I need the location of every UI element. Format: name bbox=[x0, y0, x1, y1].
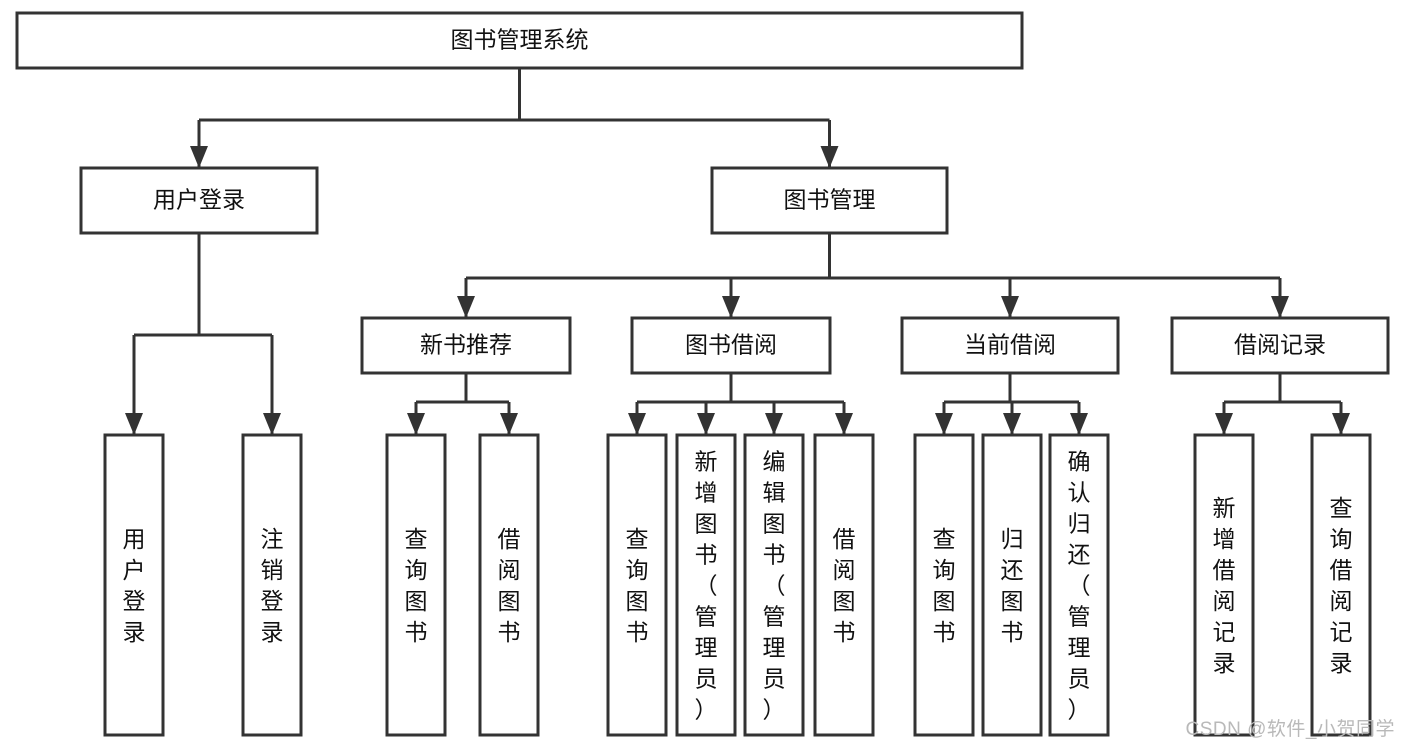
node-label: 图书借阅 bbox=[685, 332, 777, 358]
node-label: 用户登录 bbox=[123, 526, 146, 645]
edge-arrow-icon bbox=[500, 413, 518, 435]
node-leaf-query-book-current[interactable]: 查询图书 bbox=[913, 433, 975, 737]
node-label: 用户登录 bbox=[153, 187, 245, 213]
node-label: 借阅图书 bbox=[833, 526, 856, 645]
node-box[interactable] bbox=[1048, 433, 1110, 737]
edge-arrow-icon bbox=[765, 413, 783, 435]
edge-arrow-icon bbox=[125, 413, 143, 435]
node-user-login[interactable]: 用户登录 bbox=[79, 166, 319, 235]
edge-arrow-icon bbox=[1271, 296, 1289, 318]
node-leaf-return-book[interactable]: 归还图书 bbox=[981, 433, 1043, 737]
edge-arrow-icon bbox=[1070, 413, 1088, 435]
node-leaf-add-borrow-record[interactable]: 新增借阅记录 bbox=[1193, 433, 1255, 737]
connector-layer bbox=[125, 68, 1350, 435]
node-book-manage[interactable]: 图书管理 bbox=[710, 166, 949, 235]
node-borrow-record[interactable]: 借阅记录 bbox=[1170, 316, 1390, 375]
node-box[interactable] bbox=[1193, 433, 1255, 737]
node-leaf-add-book-admin[interactable]: 新增图书（管理员） bbox=[675, 433, 737, 737]
edge-arrow-icon bbox=[1003, 413, 1021, 435]
node-label: 查询图书 bbox=[626, 526, 649, 645]
csdn-watermark: CSDN @软件_小贺同学 bbox=[1185, 719, 1395, 740]
node-current-borrow[interactable]: 当前借阅 bbox=[900, 316, 1120, 375]
node-box[interactable] bbox=[813, 433, 875, 737]
node-box[interactable] bbox=[360, 316, 572, 375]
node-label: 图书管理系统 bbox=[451, 27, 589, 53]
node-leaf-query-borrow-record[interactable]: 查询借阅记录 bbox=[1310, 433, 1372, 737]
edge-arrow-icon bbox=[722, 296, 740, 318]
node-box[interactable] bbox=[675, 433, 737, 737]
node-label: 查询图书 bbox=[405, 526, 428, 645]
node-label: 当前借阅 bbox=[964, 332, 1056, 358]
node-label: 图书管理 bbox=[784, 187, 876, 213]
node-label: 新增借阅记录 bbox=[1213, 495, 1236, 676]
edge-arrow-icon bbox=[628, 413, 646, 435]
node-box[interactable] bbox=[478, 433, 540, 737]
edge-arrow-icon bbox=[263, 413, 281, 435]
node-label: 注销登录 bbox=[261, 526, 284, 645]
node-label: 新书推荐 bbox=[420, 332, 512, 358]
node-leaf-logout[interactable]: 注销登录 bbox=[241, 433, 303, 737]
edge-arrow-icon bbox=[697, 413, 715, 435]
node-leaf-borrow-book-borrow[interactable]: 借阅图书 bbox=[813, 433, 875, 737]
node-label: 查询图书 bbox=[933, 526, 956, 645]
node-box[interactable] bbox=[606, 433, 668, 737]
node-leaf-borrow-book-recommend[interactable]: 借阅图书 bbox=[478, 433, 540, 737]
node-box[interactable] bbox=[743, 433, 805, 737]
node-new-book-recommend[interactable]: 新书推荐 bbox=[360, 316, 572, 375]
node-root[interactable]: 图书管理系统 bbox=[15, 11, 1024, 70]
node-leaf-query-book-recommend[interactable]: 查询图书 bbox=[385, 433, 447, 737]
edge-arrow-icon bbox=[820, 146, 839, 168]
node-book-borrow[interactable]: 图书借阅 bbox=[630, 316, 832, 375]
node-box[interactable] bbox=[900, 316, 1120, 375]
node-box[interactable] bbox=[913, 433, 975, 737]
edge-arrow-icon bbox=[1332, 413, 1350, 435]
node-label: 借阅图书 bbox=[498, 526, 521, 645]
edge-arrow-icon bbox=[1001, 296, 1019, 318]
node-layer: 图书管理系统用户登录图书管理新书推荐图书借阅当前借阅借阅记录用户登录注销登录查询… bbox=[15, 11, 1390, 737]
edge-arrow-icon bbox=[190, 146, 208, 168]
node-box[interactable] bbox=[630, 316, 832, 375]
node-leaf-edit-book-admin[interactable]: 编辑图书（管理员） bbox=[743, 433, 805, 737]
node-leaf-confirm-return-admin[interactable]: 确认归还（管理员） bbox=[1048, 433, 1110, 737]
node-label: 借阅记录 bbox=[1234, 332, 1326, 358]
node-box[interactable] bbox=[710, 166, 949, 235]
node-label: 确认归还（管理员） bbox=[1068, 449, 1091, 723]
edge-arrow-icon bbox=[407, 413, 425, 435]
node-box[interactable] bbox=[1310, 433, 1372, 737]
edge-arrow-icon bbox=[457, 296, 475, 318]
edge-arrow-icon bbox=[1215, 413, 1233, 435]
node-box[interactable] bbox=[1170, 316, 1390, 375]
edge-arrow-icon bbox=[835, 413, 853, 435]
node-label: 归还图书 bbox=[1001, 526, 1024, 645]
node-label: 新增图书（管理员） bbox=[695, 449, 718, 723]
edge-arrow-icon bbox=[935, 413, 953, 435]
node-label: 查询借阅记录 bbox=[1330, 495, 1353, 676]
node-box[interactable] bbox=[385, 433, 447, 737]
node-box[interactable] bbox=[241, 433, 303, 737]
node-box[interactable] bbox=[79, 166, 319, 235]
node-label: 编辑图书（管理员） bbox=[763, 449, 786, 723]
node-leaf-query-book-borrow[interactable]: 查询图书 bbox=[606, 433, 668, 737]
node-leaf-user-login[interactable]: 用户登录 bbox=[103, 433, 165, 737]
node-box[interactable] bbox=[103, 433, 165, 737]
node-box[interactable] bbox=[15, 11, 1024, 70]
node-box[interactable] bbox=[981, 433, 1043, 737]
